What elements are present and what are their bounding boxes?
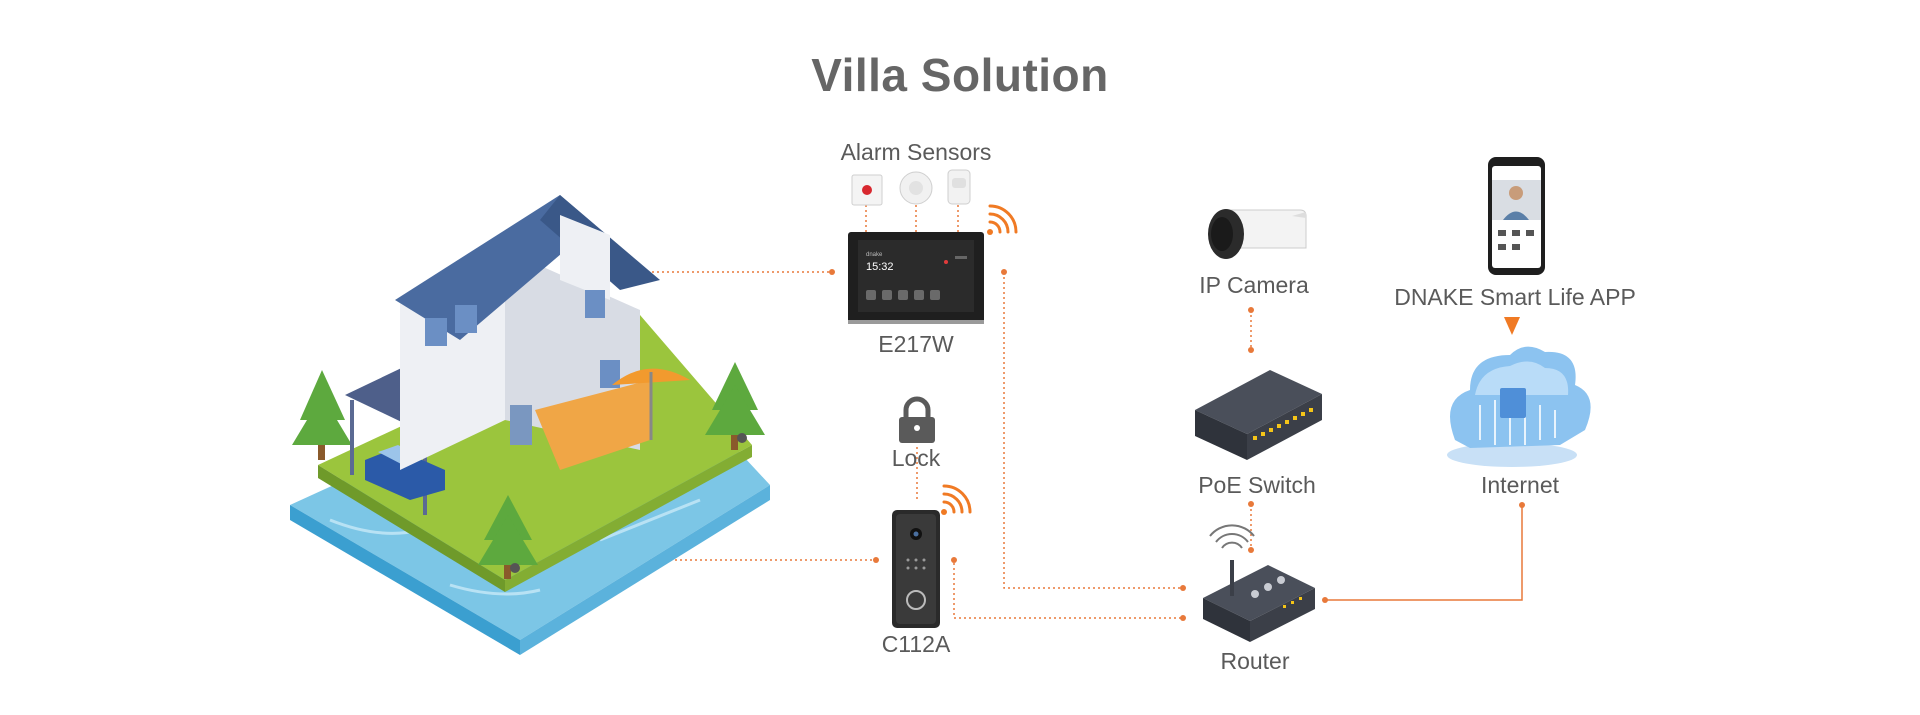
label-door-station: C112A	[881, 631, 951, 657]
down-arrow-icon	[1504, 317, 1520, 335]
line-doorstation-router	[953, 563, 1183, 619]
tree	[292, 362, 765, 579]
indoor-monitor-device: dnake 15:32	[848, 232, 984, 324]
lock-icon	[899, 396, 935, 443]
label-router: Router	[1220, 648, 1290, 674]
door-station-device	[892, 510, 940, 628]
router-icon	[1203, 524, 1315, 642]
label-alarm-sensors: Alarm Sensors	[840, 139, 992, 165]
connector-solid-lines	[1325, 505, 1523, 601]
wifi-signal-icon	[941, 484, 972, 515]
label-ip-camera: IP Camera	[1199, 272, 1309, 298]
label-lock: Lock	[891, 445, 941, 471]
ip-camera-icon	[1208, 209, 1307, 259]
page-title: Villa Solution	[811, 49, 1109, 101]
connector-dots	[829, 269, 1525, 621]
line-router-internet	[1325, 505, 1523, 601]
smartphone-icon	[1488, 157, 1545, 275]
cloud-internet-icon	[1447, 346, 1591, 467]
villa-illustration	[290, 195, 770, 655]
poe-switch-icon	[1195, 370, 1322, 460]
wifi-signal-icon	[987, 204, 1018, 235]
line-monitor-router	[1003, 272, 1183, 589]
label-indoor-monitor: E217W	[878, 331, 954, 357]
monitor-time: 15:32	[866, 261, 894, 273]
monitor-brand: dnake	[866, 252, 883, 258]
label-poe-switch: PoE Switch	[1198, 472, 1316, 498]
alarm-sensors-icons	[851, 169, 971, 206]
label-app: DNAKE Smart Life APP	[1394, 284, 1636, 310]
label-internet: Internet	[1481, 472, 1559, 498]
connector-lines	[520, 205, 1252, 619]
